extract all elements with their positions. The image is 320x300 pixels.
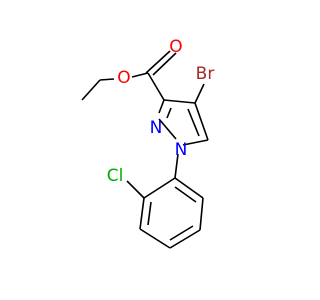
bond-c3-c4 [163, 99, 196, 104]
bond-aryl-2-3 [139, 197, 145, 230]
bond-ethyl-cc [81, 79, 101, 101]
molecule-diagram: O O Br N N Cl [81, 37, 215, 249]
bond-carboxyl-ring [147, 72, 165, 101]
bond-c4-c5-inner [187, 108, 200, 137]
bond-c4-c5 [194, 102, 209, 141]
nitrogen-label: N [150, 118, 163, 138]
chlorine-label: Cl [107, 166, 124, 186]
bond-aryl-inner-2 [169, 225, 194, 241]
bond-carbonyl-right [152, 52, 177, 76]
bond-carbonyl-left [145, 50, 171, 74]
bond-aryl-cl [126, 180, 145, 199]
bond-n1-aryl [174, 153, 179, 179]
bond-ester-oc [131, 72, 149, 78]
bond-aryl-1-2 [143, 177, 176, 199]
bond-aryl-4-5 [169, 229, 201, 249]
bond-aryl-6-1 [174, 177, 204, 199]
bond-aryl-inner-3 [174, 186, 197, 203]
bond-c4-br [194, 83, 205, 104]
bond-n2-c3-inner [166, 107, 172, 119]
bond-n2-c3 [158, 99, 165, 114]
bond-c5-n1 [182, 139, 209, 146]
oxygen-label: O [117, 68, 130, 88]
bromine-label: Br [196, 64, 215, 84]
bond-aryl-3-4 [139, 228, 171, 249]
bond-n1-n2 [158, 118, 177, 140]
bond-aryl-5-6 [199, 197, 204, 231]
structure-canvas: O O Br N N Cl [81, 37, 215, 249]
nitrogen-label: N [175, 140, 188, 160]
bond-ethyl-co [99, 78, 115, 81]
bond-aryl-inner-1 [147, 201, 152, 226]
oxygen-label: O [169, 37, 182, 57]
